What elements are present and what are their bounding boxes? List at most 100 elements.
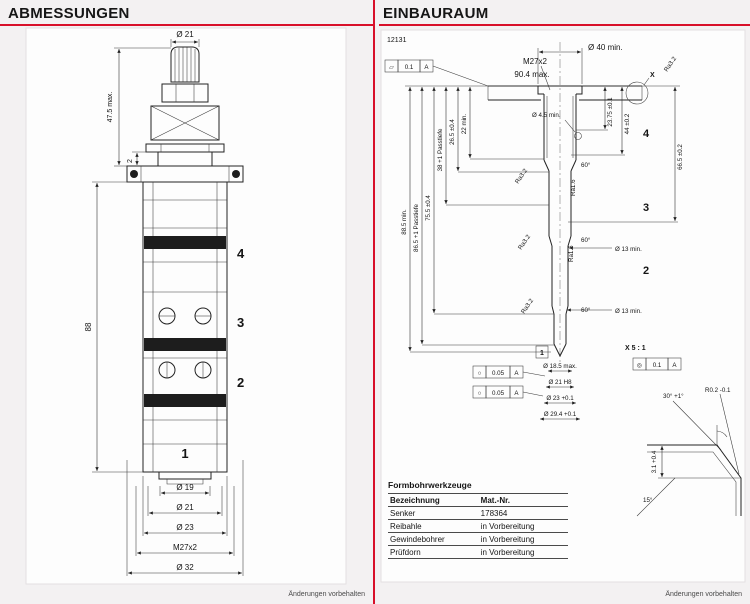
seal-band-lower [144,394,226,407]
dim-label-904: 90.4 max. [514,70,549,79]
port-label-3: 3 [237,315,244,330]
dim-label-dia32: Ø 32 [176,563,194,572]
dim-label-thread: M27x2 [173,543,198,552]
detail-radius-label: R0.2 -0.1 [705,387,731,394]
dim-label-dia23-r: Ø 23 +0.1 [546,395,574,402]
left-drawing-area [25,27,347,585]
abmessungen-drawing: Ø 21 [25,27,347,585]
abmessungen-panel: ABMESSUNGEN Ø 21 [0,0,373,604]
port-label-2: 2 [237,375,244,390]
panel-divider [373,0,375,604]
table-row: Gewindebohrer in Vorbereitung [388,532,568,546]
dim-label-755: 75.5 ±0.4 [425,195,432,221]
tool-nr: in Vorbereitung [478,519,568,533]
round1-datum: A [514,370,519,377]
dim-label-dia13-a: Ø 13 min. [615,246,642,253]
einbauraum-title: EINBAURAUM [383,5,489,22]
adjustment-screw [170,46,200,83]
doc-number: 12131 [387,37,407,44]
detail-x: X 5 : 1 ◎ 0.1 A 30° +1° R0.2 -0.1 3.1 +0… [625,345,742,517]
cavity-label-4: 4 [643,128,650,140]
dim-overall-height: 47.5 max. [107,47,171,167]
tool-nr: in Vorbereitung [478,532,568,546]
round2-symbol: ○ [478,390,482,397]
round1-symbol: ○ [478,370,482,377]
dim-label-height: 47.5 max. [107,92,114,123]
dim-top-diameter: Ø 21 [170,30,200,47]
dim-label-thread-r: M27x2 [523,57,548,66]
position-datum: A [672,362,677,369]
left-footer-note: Änderungen vorbehalten [288,591,365,598]
tool-nr: in Vorbereitung [478,545,568,559]
valve-nose [158,472,212,485]
dia13-dimensions: Ø 13 min. Ø 13 min. [567,246,642,315]
dim-body-length: 88 [84,181,143,473]
tools-table: Formbohrwerkzeuge Bezeichnung Mat.-Nr. S… [388,480,568,559]
right-drawing-area [380,29,746,583]
protective-cap [150,105,220,141]
dim-label-265: 26.5 ±0.4 [449,119,456,145]
dim-label-top-dia: Ø 21 [176,30,194,39]
seal-band-upper [144,236,226,249]
port-label-4: 4 [237,246,245,261]
dim-label-dia21: Ø 21 [176,503,194,512]
tolerance-frame-round-1: ○ 0.05 A [472,365,546,379]
lock-nut [161,83,209,103]
dim-label-offset: 2 [127,159,134,163]
tool-name: Senker [388,506,479,520]
dim-label-665: 66.5 ±0.2 [677,144,684,170]
dim-label-2375: 23.75 ±0.1 [607,97,614,127]
dim-label-22: 22 min. [461,114,468,135]
depth-dimensions-right: 23.75 ±0.1 44 ±0.2 66.5 ±0.2 [568,85,684,223]
tools-table-grid: Bezeichnung Mat.-Nr. Senker 178364 Reiba… [388,493,568,559]
dim-label-dia13-b: Ø 13 min. [615,308,642,315]
roughness-seal1: Ra1.6 [570,179,577,196]
tool-nr: 178364 [478,506,568,520]
tool-name: Reibahle [388,519,479,533]
cavity-label-1-box: 1 [535,345,549,359]
dim-label-dia19: Ø 19 [176,483,194,492]
angle-60-2: 60° [581,237,591,244]
dim-label-38: 38 +1 Passtiefe [437,128,444,171]
left-title-rule [0,24,373,26]
seal-band-middle [144,338,226,351]
cavity-label-1: 1 [540,350,544,357]
dim-label-885: 88.5 min. [401,209,408,235]
flatness-value: 0.1 [405,64,414,71]
right-footer-note: Änderungen vorbehalten [665,591,742,598]
flatness-datum: A [424,64,429,71]
dim-label-dia23: Ø 23 [176,523,194,532]
table-row: Prüfdorn in Vorbereitung [388,545,568,559]
tolerance-frame-flatness: ▱ 0.1 A [384,59,489,87]
cavity-label-3: 3 [643,202,649,214]
detail-angle-label: 30° +1° [663,393,684,400]
oring-section-left [130,170,138,178]
dim-label-dia185: Ø 18.5 max. [543,363,577,370]
bottom-diameter-stack: Ø 18.5 max. Ø 21 H8 Ø 23 +0.1 Ø 29.4 +0.… [540,363,580,421]
depth-dimensions-left: 88.5 min. 86.5 +1 Passtiefe 75.5 ±0.4 38… [401,85,554,353]
abmessungen-title: ABMESSUNGEN [8,5,130,22]
flatness-symbol: ▱ [389,64,394,71]
tolerance-frame-round-2: ○ 0.05 A [472,385,544,399]
detail-x-marker: X [625,72,655,105]
round2-value: 0.05 [492,390,505,397]
angle-60-3: 60° [581,307,591,314]
dim-label-dia45: Ø 4.5 min. [532,112,561,119]
cross-hole: Ø 4.5 min. [532,112,582,140]
dim-dia40: Ø 40 min. [537,43,623,84]
dim-label-44: 44 ±0.2 [624,113,631,134]
tools-col-bezeichnung: Bezeichnung [388,493,479,507]
round1-value: 0.05 [492,370,505,377]
cartridge-body [142,181,228,473]
cavity-label-2: 2 [643,265,649,277]
orifice-symbols [158,307,212,379]
dim-bottom-stack: Ø 19 Ø 21 Ø 23 M27x2 Ø 32 [126,460,244,576]
tools-table-title: Formbohrwerkzeuge [388,480,472,490]
position-symbol: ◎ [637,362,642,369]
round2-datum: A [514,390,519,397]
right-title-rule [379,24,750,26]
x-marker-label: X [650,72,655,79]
dim-label-dia40: Ø 40 min. [588,43,623,52]
tool-name: Gewindebohrer [388,532,479,546]
